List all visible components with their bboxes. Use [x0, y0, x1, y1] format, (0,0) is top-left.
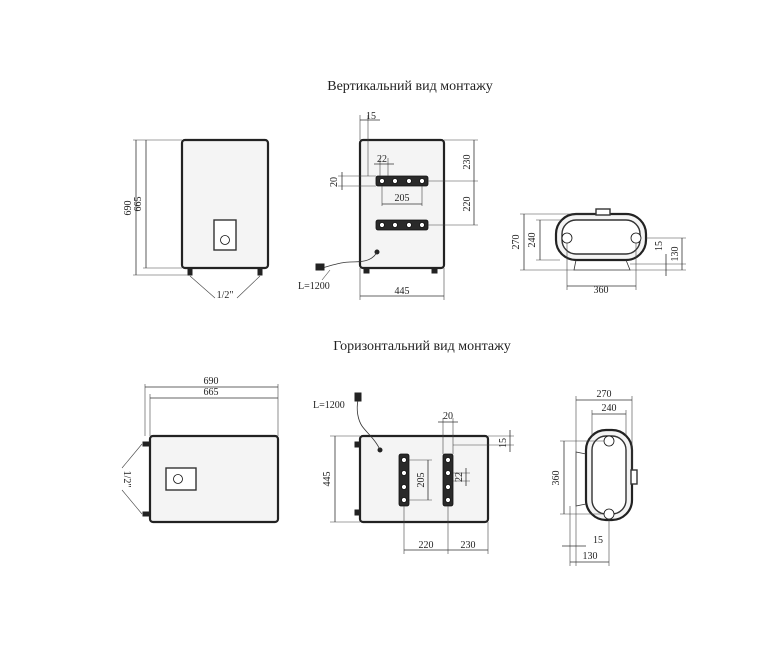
dim-15: 15: [654, 241, 665, 251]
heater-body: [148, 434, 280, 524]
dim-230: 230: [462, 155, 473, 170]
heater-body: [180, 138, 270, 270]
screw-bottom-icon: [603, 508, 615, 520]
screw-top-icon: [603, 435, 615, 447]
power-cable: [321, 251, 378, 269]
heater-back: [358, 434, 490, 524]
cable-length-label: L=1200: [298, 281, 330, 292]
dim-20: 20: [443, 411, 453, 422]
dim-360: 360: [594, 285, 609, 296]
dim-205: 205: [395, 193, 410, 204]
dim-690: 690: [123, 201, 134, 216]
dim-20: 20: [329, 177, 340, 187]
screw-right-icon: [630, 232, 642, 244]
thermostat-knob-icon: [173, 474, 183, 484]
vertical-mount-title: Вертикальний вид монтажу: [327, 79, 493, 94]
thermostat-knob-icon: [220, 235, 230, 245]
dim-22: 22: [377, 154, 387, 165]
dim-690: 690: [204, 376, 219, 387]
cable-length-label: L=1200: [313, 400, 345, 411]
dim-665: 665: [133, 197, 144, 212]
dim-220: 220: [419, 540, 434, 551]
vertical-front-view: 690 665 1/2": [123, 138, 270, 301]
dim-220: 220: [462, 197, 473, 212]
dim-240: 240: [602, 403, 617, 414]
dim-15: 15: [593, 535, 603, 546]
dim-270: 270: [511, 235, 522, 250]
vertical-top-view: 270 240 15 130 360: [511, 208, 686, 296]
horizontal-side-view: L=1200 20 15 445 205 22 220 230: [313, 392, 514, 554]
dim-half-inch: 1/2": [217, 290, 234, 301]
dim-445: 445: [395, 286, 410, 297]
dim-130: 130: [670, 247, 681, 262]
pipe-left: [187, 267, 193, 276]
dim-15: 15: [498, 438, 509, 448]
dim-205: 205: [416, 473, 427, 488]
dim-15: 15: [366, 111, 376, 122]
dim-360: 360: [551, 471, 562, 486]
control-panel: [213, 219, 237, 251]
horizontal-front-view: 690 665 1/2": [121, 376, 280, 524]
dim-230: 230: [461, 540, 476, 551]
dim-half-inch: 1/2": [121, 471, 132, 488]
dim-665: 665: [204, 387, 219, 398]
power-cable: [356, 399, 381, 451]
dim-22: 22: [454, 472, 465, 482]
screw-left-icon: [561, 232, 573, 244]
vertical-side-view: L=1200 15 22 20 205 230 220 445: [298, 111, 478, 300]
dim-240: 240: [527, 233, 538, 248]
dim-130: 130: [583, 551, 598, 562]
horizontal-mount-title: Горизонтальний вид монтажу: [333, 339, 511, 354]
dim-445: 445: [322, 472, 333, 487]
dim-270: 270: [597, 389, 612, 400]
horizontal-top-view: 270 240 360 15 130: [551, 389, 638, 566]
pipe-right: [257, 267, 263, 276]
